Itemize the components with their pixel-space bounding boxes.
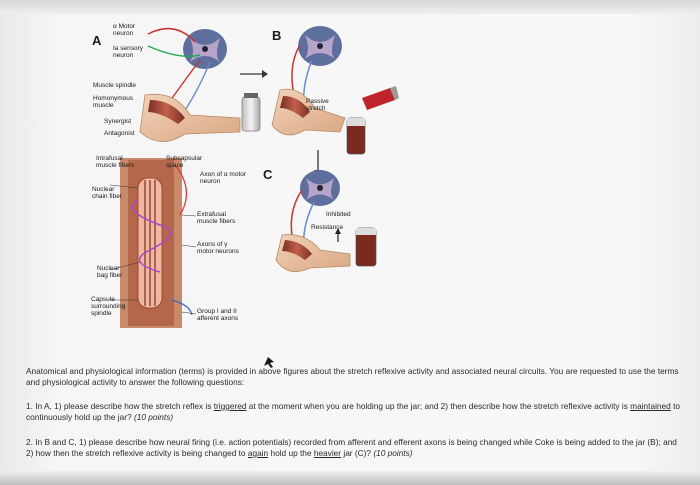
q1-part-3: to continuously hold up the jar? [26, 401, 680, 422]
q1-part-1: 1. In A, 1) please describe how the stre… [26, 401, 214, 411]
muscle-spindle-label: Muscle spindle [93, 82, 136, 89]
nuclear-bag-label: Nuclear bag fiber [97, 265, 123, 279]
antagonist-label: Antagonist [104, 130, 135, 137]
q1-part-2: at the moment when you are holding up th… [246, 401, 631, 411]
q1-word-maintained: maintained [630, 401, 671, 411]
ia-sensory-neuron-label: Ia sensory neuron [113, 45, 143, 59]
alpha-motor-neuron-label: α Motor neuron [113, 23, 136, 37]
question-2: 2. In B and C, 1) please describe how ne… [26, 437, 686, 459]
q2-part-3: jar (C)? [341, 447, 374, 458]
subcapsular-label: Subcapsular space [166, 155, 203, 169]
axon-alpha-label: Axon of α motor neuron [200, 171, 247, 185]
panel-b-letter: B [272, 28, 282, 43]
extrafusal-label: Extrafusal muscle fibers [197, 211, 236, 225]
panel-a-letter: A [92, 33, 102, 48]
homonymous-muscle-label: Homonymous muscle [93, 95, 134, 109]
intrafusal-label: Intrafusal muscle fibers [96, 155, 135, 169]
top-shadow [0, 0, 700, 14]
panel-c-letter: C [263, 167, 273, 182]
q2-points: (10 points) [373, 447, 413, 458]
spinal-cord-c [300, 170, 340, 206]
resistance-label: Resistance [311, 224, 344, 231]
q1-word-triggered: triggered [213, 401, 247, 411]
synergist-label: Synergist [104, 118, 132, 125]
spinal-cord-b [298, 26, 342, 66]
q2-word-again: again [247, 447, 269, 458]
q2-word-heavier: heavier [313, 447, 342, 458]
group-afferent-label: Group I and II afferent axons [197, 308, 239, 322]
q2-part-2: hold up the [268, 447, 314, 458]
bottom-shadow [0, 471, 700, 485]
capsule-label: Capsule surrounding spindle [91, 296, 126, 317]
cursor-icon [264, 357, 274, 368]
spinal-cord-a [183, 29, 227, 69]
intro-paragraph: Anatomical and physiological information… [26, 366, 679, 387]
question-1: 1. In A, 1) please describe how the stre… [26, 401, 686, 423]
axons-gamma-label: Axons of γ motor neurons [197, 241, 239, 255]
passive-stretch-label: Passive stretch [306, 98, 329, 112]
inhibited-label: Inhibited [326, 211, 351, 218]
nuclear-chain-label: Nuclear chain fiber [92, 186, 122, 200]
q1-points: (10 points) [133, 411, 174, 422]
q2-part-1: 2. In B and C, 1) please describe how ne… [26, 437, 677, 458]
